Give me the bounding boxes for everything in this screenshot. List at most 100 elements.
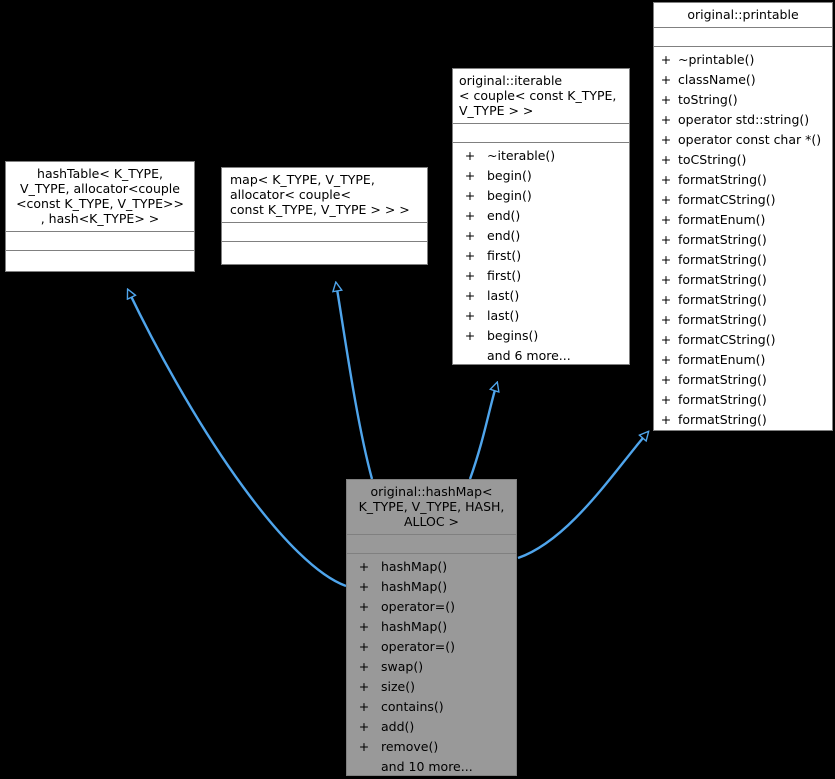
class-box-printable[interactable]: original::printable +~printable() +class… [653,2,833,431]
operation-label: size() [381,679,415,694]
operation-label: remove() [381,739,439,754]
operation-row[interactable]: + toString() [654,90,832,110]
operation-row[interactable]: + ~iterable() [453,146,629,166]
visibility-marker: + [464,328,476,343]
operation-row[interactable]: +end() [453,206,629,226]
operation-row[interactable]: + remove() [347,737,516,757]
operation-row[interactable]: +hashMap() [347,617,516,637]
operation-label: first() [487,268,522,283]
class-title-map: map< K_TYPE, V_TYPE, allocator< couple< … [222,168,427,223]
operation-row-more[interactable]: and 10 more... [347,757,516,777]
class-attributes-hashmap [347,535,516,554]
operation-row[interactable]: +formatString() [654,310,832,330]
operation-row[interactable]: +last() [453,286,629,306]
operation-row[interactable]: + ~printable() [654,50,832,70]
visibility-marker: + [464,188,476,203]
edge-hashmap-map [336,283,374,480]
operation-label: end() [487,228,521,243]
operation-label: last() [487,308,520,323]
operation-label: toString() [678,92,738,107]
visibility-marker: + [660,292,672,307]
visibility-marker: + [660,272,672,287]
operation-row[interactable]: +formatString() [654,230,832,250]
operation-label: ~printable() [678,52,755,67]
visibility-marker: + [464,148,476,163]
class-operations-hashmap: + hashMap() + hashMap() +operator=() + hash… [347,554,516,779]
operation-row[interactable]: +contains() [347,697,516,717]
visibility-marker: + [660,312,672,327]
visibility-marker: + [660,332,672,347]
operation-row[interactable]: +formatString() [654,170,832,190]
operation-row[interactable]: +operator=() [347,597,516,617]
operation-label: contains() [381,699,444,714]
visibility-marker: + [660,132,672,147]
operation-label: formatString() [678,412,767,427]
operation-row[interactable]: +formatCString() [654,330,832,350]
visibility-marker: + [358,599,370,614]
class-title-hashmap: original::hashMap< K_TYPE, V_TYPE, HASH,… [347,480,516,535]
class-box-map[interactable]: map< K_TYPE, V_TYPE, allocator< couple< … [221,167,428,265]
visibility-marker: + [464,268,476,283]
class-attributes-map [222,223,427,242]
operation-row[interactable]: + hashMap() [347,557,516,577]
operation-row[interactable]: +formatString() [654,410,832,430]
class-box-iterable[interactable]: original::iterable < couple< const K_TYP… [452,68,630,365]
operation-label: operator std::string() [678,112,810,127]
edge-hashmap-iterable [468,383,497,480]
class-operations-printable: + ~printable() +className() + toString() +… [654,47,832,434]
visibility-marker: + [660,72,672,87]
visibility-marker: + [660,392,672,407]
operation-row[interactable]: +begin() [453,186,629,206]
operation-row[interactable]: +formatString() [654,290,832,310]
class-box-hashtable[interactable]: hashTable< K_TYPE, V_TYPE, allocator<cou… [5,161,195,272]
visibility-marker: + [464,288,476,303]
operation-row[interactable]: +formatString() [654,270,832,290]
operation-row[interactable]: + size() [347,677,516,697]
operation-label: hashMap() [381,619,448,634]
operation-row[interactable]: + first() [453,266,629,286]
operation-row[interactable]: + formatEnum() [654,210,832,230]
operation-row[interactable]: +add() [347,717,516,737]
operation-label: hashMap() [381,559,448,574]
operation-label: formatCString() [678,192,776,207]
operation-row[interactable]: +toCString() [654,150,832,170]
visibility-marker: + [358,579,370,594]
visibility-marker: + [358,739,370,754]
operation-row[interactable]: + hashMap() [347,577,516,597]
operation-label: toCString() [678,152,747,167]
operation-row[interactable]: +first() [453,246,629,266]
edge-hashmap-printable [517,432,648,560]
operation-row[interactable]: +formatString() [654,370,832,390]
operation-row[interactable]: +swap() [347,657,516,677]
operation-label: end() [487,208,521,223]
operation-row[interactable]: + begins() [453,326,629,346]
operation-row[interactable]: + end() [453,226,629,246]
visibility-marker: + [660,52,672,67]
operation-row-more[interactable]: and 6 more... [453,346,629,366]
visibility-marker: + [358,679,370,694]
visibility-marker: + [358,559,370,574]
operation-row[interactable]: +formatCString() [654,190,832,210]
visibility-marker: + [660,92,672,107]
operation-row[interactable]: +operator const char *() [654,130,832,150]
operation-label: swap() [381,659,424,674]
visibility-marker: + [464,168,476,183]
operation-row[interactable]: +operator std::string() [654,110,832,130]
operation-row[interactable]: +formatString() [654,390,832,410]
visibility-marker: + [660,212,672,227]
operation-row[interactable]: +formatString() [654,250,832,270]
operation-row[interactable]: +begin() [453,166,629,186]
operation-row[interactable]: +className() [654,70,832,90]
operation-label: hashMap() [381,579,448,594]
visibility-marker: + [464,228,476,243]
class-attributes-iterable [453,124,629,143]
operation-label: ~iterable() [487,148,556,163]
operation-row[interactable]: +last() [453,306,629,326]
operation-row[interactable]: +operator=() [347,637,516,657]
operation-label: and 10 more... [381,759,473,774]
operation-label: formatEnum() [678,212,766,227]
operation-row[interactable]: +formatEnum() [654,350,832,370]
class-box-hashmap[interactable]: original::hashMap< K_TYPE, V_TYPE, HASH,… [346,479,517,776]
operation-label: begins() [487,328,539,343]
